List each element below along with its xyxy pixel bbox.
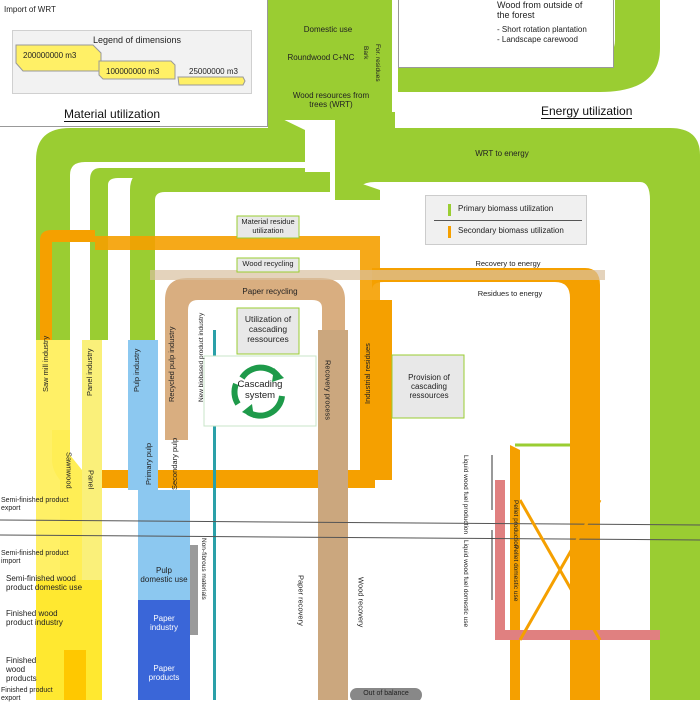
recovery-process-label: Recovery process xyxy=(323,360,333,421)
recycling-box xyxy=(236,257,300,273)
primary-swatch xyxy=(448,204,451,216)
outside-forest-item-2: - Landscape carewood xyxy=(497,35,578,44)
orange-industrial-residue xyxy=(360,300,392,480)
thin-grey-line-1 xyxy=(0,519,700,526)
pulp-flow xyxy=(128,340,158,490)
outside-forest-flow xyxy=(398,0,660,92)
bark-label: Bark xyxy=(362,46,370,60)
biomass-legend: Primary biomass utilization Secondary bi… xyxy=(425,195,587,245)
finished-export-label: Finished product export xyxy=(1,687,53,703)
paper-products-label: Paper products xyxy=(148,664,180,683)
paper-industry-label: Paper industry xyxy=(149,614,178,633)
outside-forest-item-1: - Short rotation plantation xyxy=(497,25,587,34)
dimension-legend: Legend of dimensions 200000000 m3 100000… xyxy=(12,30,252,94)
primary-pulp-label: Primary pulp xyxy=(144,442,153,486)
wrt-trunk xyxy=(268,0,392,120)
secondary-biomass-label: Secondary biomass utilization xyxy=(458,226,564,235)
semi-domestic-label: Semi-finished wood product domestic use xyxy=(6,574,83,593)
wood-recovery-label: Wood recovery xyxy=(356,576,366,628)
pulp-industry-label: Pulp industry xyxy=(132,348,141,392)
pellet-domestic-label: Pellet domestic use xyxy=(512,545,520,602)
energy-utilization-title: Energy utilization xyxy=(541,104,633,119)
panel-industry-label: Panel industry xyxy=(85,348,94,396)
material-utilization-title: Material utilization xyxy=(64,107,161,122)
sawmill-label: Saw mill industry xyxy=(41,335,50,392)
out-of-balance-pill xyxy=(350,688,422,700)
provision-box xyxy=(391,354,465,419)
pulp-domestic-flow xyxy=(138,490,190,600)
semi-import-label: Semi-finished product import xyxy=(1,550,69,566)
legend-item-200m: 200000000 m3 xyxy=(23,51,77,60)
sawnwood-flow xyxy=(52,430,82,580)
semi-export-label: Semi-finished product export xyxy=(1,497,69,513)
liquid-fuel-production-label: Liquid wood fuel production xyxy=(462,455,470,535)
paper-recovery-label: Paper recovery xyxy=(296,574,306,626)
wrt-to-energy-label: WRT to energy xyxy=(475,149,529,158)
orange-bottom-loop xyxy=(36,455,375,488)
pellet-production-label: Pellet production xyxy=(512,500,520,549)
cascading-resources-box xyxy=(236,307,300,355)
orange-to-energy xyxy=(372,268,600,700)
panel-flow xyxy=(82,340,102,580)
wood-recycling-label: Wood recycling xyxy=(242,259,294,268)
biobased-line xyxy=(213,330,216,700)
outside-forest-title: Wood from outside of the forest xyxy=(497,0,583,21)
grey-flow xyxy=(190,545,198,635)
sawnwood-label: Sawnwood xyxy=(64,451,74,489)
residue-box xyxy=(236,215,300,239)
recycled-pulp-label: Recycled pulp industry xyxy=(167,326,176,402)
secondary-pulp-label: Secondary pulp xyxy=(170,437,179,491)
provision-label: Provision of cascading ressources xyxy=(408,373,450,401)
green-secondary-line xyxy=(345,178,380,200)
yellow-bottom-mid xyxy=(64,650,86,700)
cascading-resources-label: Utilization of cascading ressources xyxy=(244,314,292,344)
industrial-residues-label: Industrial residues xyxy=(363,343,372,404)
secondary-swatch xyxy=(448,226,451,238)
legend-title: Legend of dimensions xyxy=(93,35,182,45)
finished-industry-label: Finished wood product industry xyxy=(6,609,63,628)
new-biobased-label: New biobased product industry xyxy=(198,312,205,402)
wood-recovery-flow xyxy=(318,330,348,700)
wrt-to-pulp-flow xyxy=(130,172,330,340)
cascading-cycle-icon xyxy=(231,364,285,419)
domestic-use-label: Domestic use xyxy=(303,25,353,34)
crossing-lines xyxy=(518,499,602,641)
non-fibrous-label: Non-fibrous materials xyxy=(200,538,208,600)
for-residues-label: For. residues xyxy=(374,44,382,82)
outside-forest-panel xyxy=(398,0,614,68)
recovery-to-energy-label: Recovery to energy xyxy=(475,259,541,268)
pulp-domestic-label: Pulp domestic use xyxy=(140,566,188,585)
out-of-balance-label: Out of balance xyxy=(363,690,409,697)
legend-item-100m: 100000000 m3 xyxy=(106,67,160,76)
liquid-fuel-domestic-label: Liquid wood fuel domestic use xyxy=(462,540,470,628)
legend-divider xyxy=(434,220,582,221)
recovery-to-energy-line xyxy=(150,270,605,280)
residues-to-energy-label: Residues to energy xyxy=(477,289,543,298)
paper-recycling-label: Paper recycling xyxy=(242,287,298,296)
paper-industry-flow xyxy=(138,600,190,645)
cascading-system-label: Cascading system xyxy=(237,379,283,401)
wrt-label: Wood resources from trees (WRT) xyxy=(292,91,370,110)
thin-grey-line-2 xyxy=(0,534,700,541)
panel-stream-label: Panel xyxy=(86,470,96,490)
roundwood-label: Roundwood C+NC xyxy=(287,53,355,62)
paper-products-flow xyxy=(138,645,190,700)
primary-biomass-label: Primary biomass utilization xyxy=(458,204,554,213)
legend-shapes xyxy=(15,44,246,86)
wrt-to-energy-flow xyxy=(335,112,700,700)
finished-products-label: Finished wood products xyxy=(6,656,37,684)
import-label: Import of WRT xyxy=(4,5,56,14)
material-residue-label: Material residue utilization xyxy=(241,217,295,235)
legend-item-25m: 25000000 m3 xyxy=(189,67,238,76)
